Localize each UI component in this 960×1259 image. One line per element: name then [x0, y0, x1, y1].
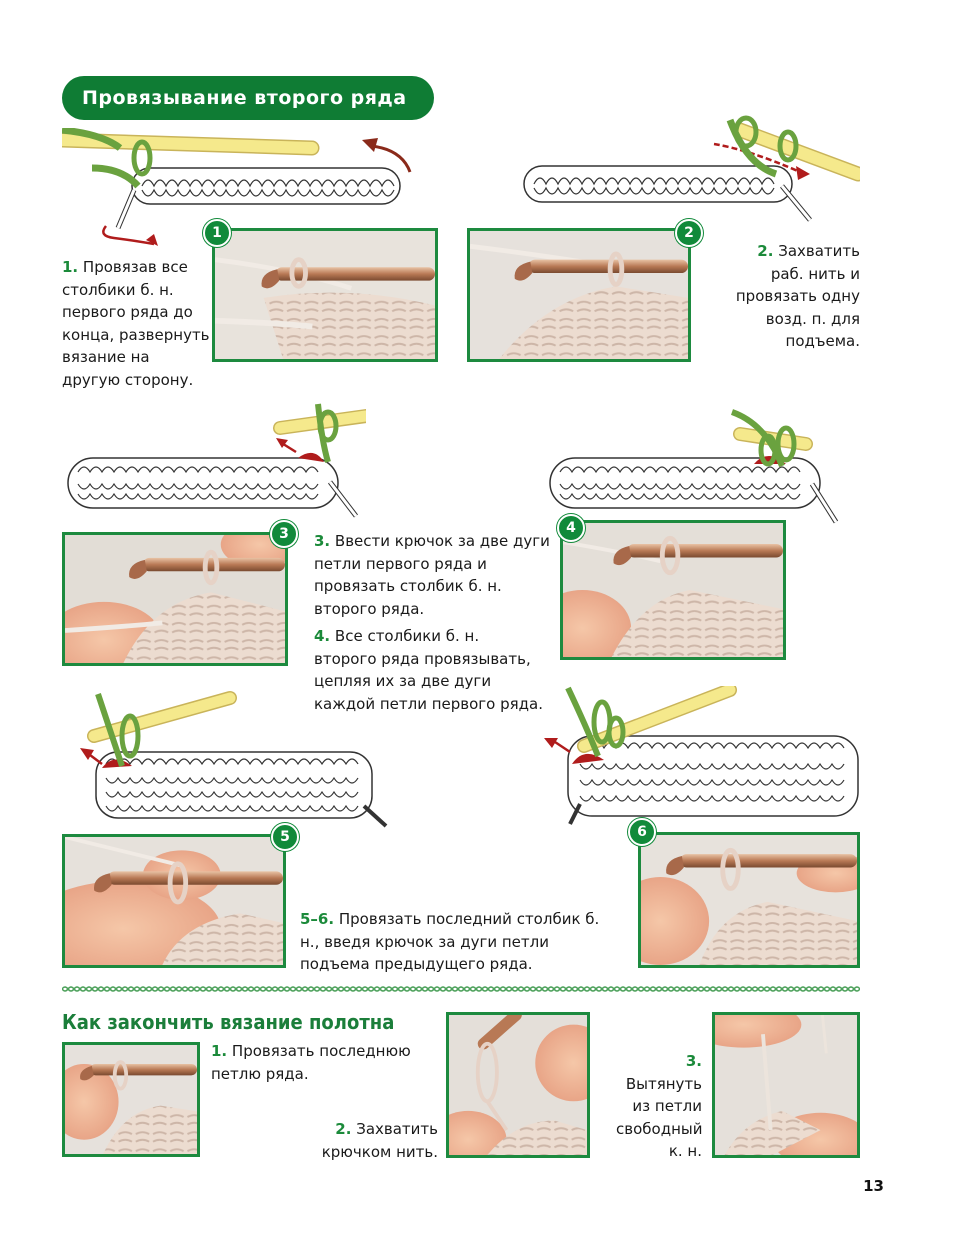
step-5-6-body: Провязать последний столбик б. н., введя… — [300, 910, 600, 973]
photo-finish-3 — [712, 1012, 860, 1158]
diagram-step-5 — [80, 691, 388, 828]
finish-step-1-text: 1. Провязать последнюю петлю ряда. — [211, 1040, 411, 1085]
step-badge-5: 5 — [271, 823, 299, 851]
photo-step-1 — [212, 228, 438, 362]
finish-step-2-number: 2. — [335, 1120, 352, 1138]
finish-step-2-body: Захватить крючком нить. — [321, 1120, 438, 1161]
photo-finish-1 — [62, 1042, 200, 1157]
step-3-text: 3. Ввести крючок за две дуги петли перво… — [314, 530, 566, 620]
diagram-step-4 — [549, 409, 839, 524]
finish-step-3-text: 3. Вытянуть из петли свободный к. н. — [616, 1050, 702, 1163]
photo-step-4 — [560, 520, 786, 660]
finish-step-3-body: Вытянуть из петли свободный к. н. — [616, 1074, 703, 1161]
step-1-text: 1. Провязав все столбики б. н. первого р… — [62, 256, 212, 391]
step-4-text: 4. Все столбики б. н. второго ряда провя… — [314, 625, 546, 715]
diagram-step-2 — [523, 115, 860, 222]
step-3-body: Ввести крючок за две дуги петли первого … — [314, 532, 550, 618]
step-badge-2: 2 — [675, 219, 703, 247]
finish-step-1-body: Провязать последнюю петлю ряда. — [211, 1042, 411, 1083]
step-5-6-text: 5–6. Провязать последний столбик б. н., … — [300, 908, 620, 976]
photo-step-2 — [467, 228, 691, 362]
finish-step-2-text: 2. Захватить крючком нить. — [320, 1118, 438, 1163]
step-5-6-number: 5–6. — [300, 910, 335, 928]
step-2-number: 2. — [757, 242, 774, 260]
photo-step-5 — [62, 834, 286, 968]
step-badge-4: 4 — [557, 514, 585, 542]
step-badge-1: 1 — [203, 219, 231, 247]
diagram-step-6 — [544, 686, 859, 825]
section-divider — [62, 986, 860, 992]
finish-step-1-number: 1. — [211, 1042, 228, 1060]
step-2-text: 2. Захватить раб. нить и провязать одну … — [730, 240, 860, 353]
step-2-body: Захватить раб. нить и провязать одну воз… — [735, 242, 860, 350]
photo-step-6 — [638, 832, 860, 968]
step-badge-6: 6 — [628, 818, 656, 846]
photo-step-3 — [62, 532, 288, 666]
step-4-body: Все столбики б. н. второго ряда провязыв… — [314, 627, 543, 713]
finish-section-title: Как закончить вязание полотна — [62, 1010, 395, 1034]
page-number: 13 — [863, 1177, 884, 1195]
finish-step-3-number: 3. — [685, 1052, 702, 1070]
step-1-number: 1. — [62, 258, 79, 276]
section-title-banner: Провязывание второго ряда — [62, 76, 434, 120]
step-1-body: Провязав все столбики б. н. первого ряда… — [62, 258, 210, 389]
diagram-step-1 — [62, 128, 412, 246]
diagram-step-3 — [67, 403, 366, 518]
step-badge-3: 3 — [270, 520, 298, 548]
step-3-number: 3. — [314, 532, 331, 550]
section-title: Провязывание второго ряда — [82, 87, 407, 109]
step-4-number: 4. — [314, 627, 331, 645]
photo-finish-2 — [446, 1012, 590, 1158]
